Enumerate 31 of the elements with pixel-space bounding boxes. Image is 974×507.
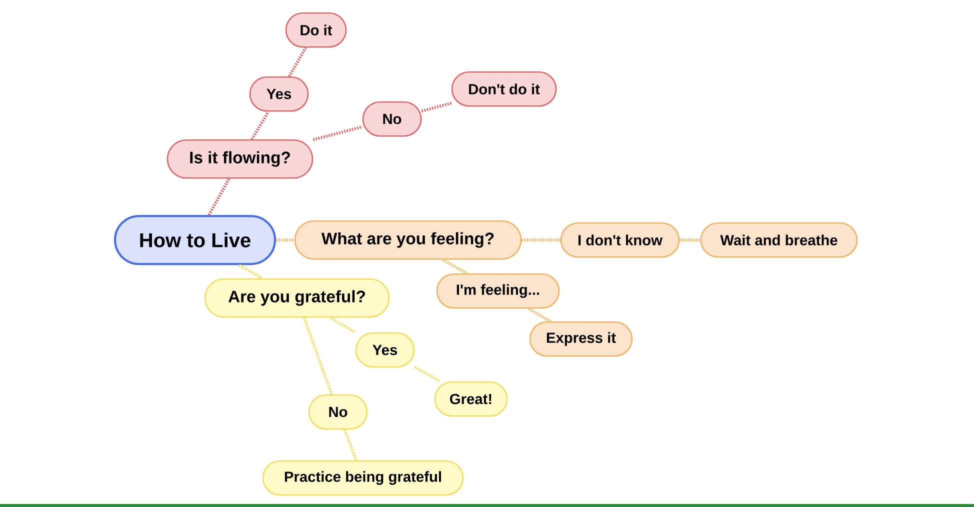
topic-bubble: How to Live xyxy=(114,214,276,266)
branch-bubble: I don't know xyxy=(560,222,680,258)
connector-line xyxy=(238,264,264,280)
branch-bubble: Great! xyxy=(434,381,508,417)
connector-line xyxy=(343,429,358,461)
connector-line xyxy=(276,238,294,242)
branch-bubble: What are you feeling? xyxy=(294,220,522,260)
connector-line xyxy=(680,238,700,242)
branch-bubble: No xyxy=(308,394,368,430)
branch-bubble: Do it xyxy=(285,12,347,48)
connector-line xyxy=(208,178,230,216)
connector-line xyxy=(522,238,560,242)
connector-line xyxy=(528,307,552,323)
branch-bubble: Yes xyxy=(355,332,415,368)
branch-bubble: Practice being grateful xyxy=(262,460,464,496)
branch-bubble: I'm feeling... xyxy=(436,273,560,309)
branch-bubble: Wait and breathe xyxy=(700,222,858,258)
branch-bubble: Is it flowing? xyxy=(166,139,314,179)
connector-line xyxy=(288,46,308,78)
branch-bubble: No xyxy=(362,101,422,137)
connector-line xyxy=(442,258,468,275)
connector-line xyxy=(330,316,356,334)
connector-line xyxy=(414,366,441,383)
connector-line xyxy=(250,110,270,140)
connector-line xyxy=(421,102,452,112)
branch-bubble: Don't do it xyxy=(451,71,557,107)
branch-bubble: Express it xyxy=(529,321,633,357)
connector-line xyxy=(302,317,334,395)
branch-bubble: Are you grateful? xyxy=(204,278,390,318)
connector-line xyxy=(312,125,363,142)
branch-bubble: Yes xyxy=(249,76,309,112)
